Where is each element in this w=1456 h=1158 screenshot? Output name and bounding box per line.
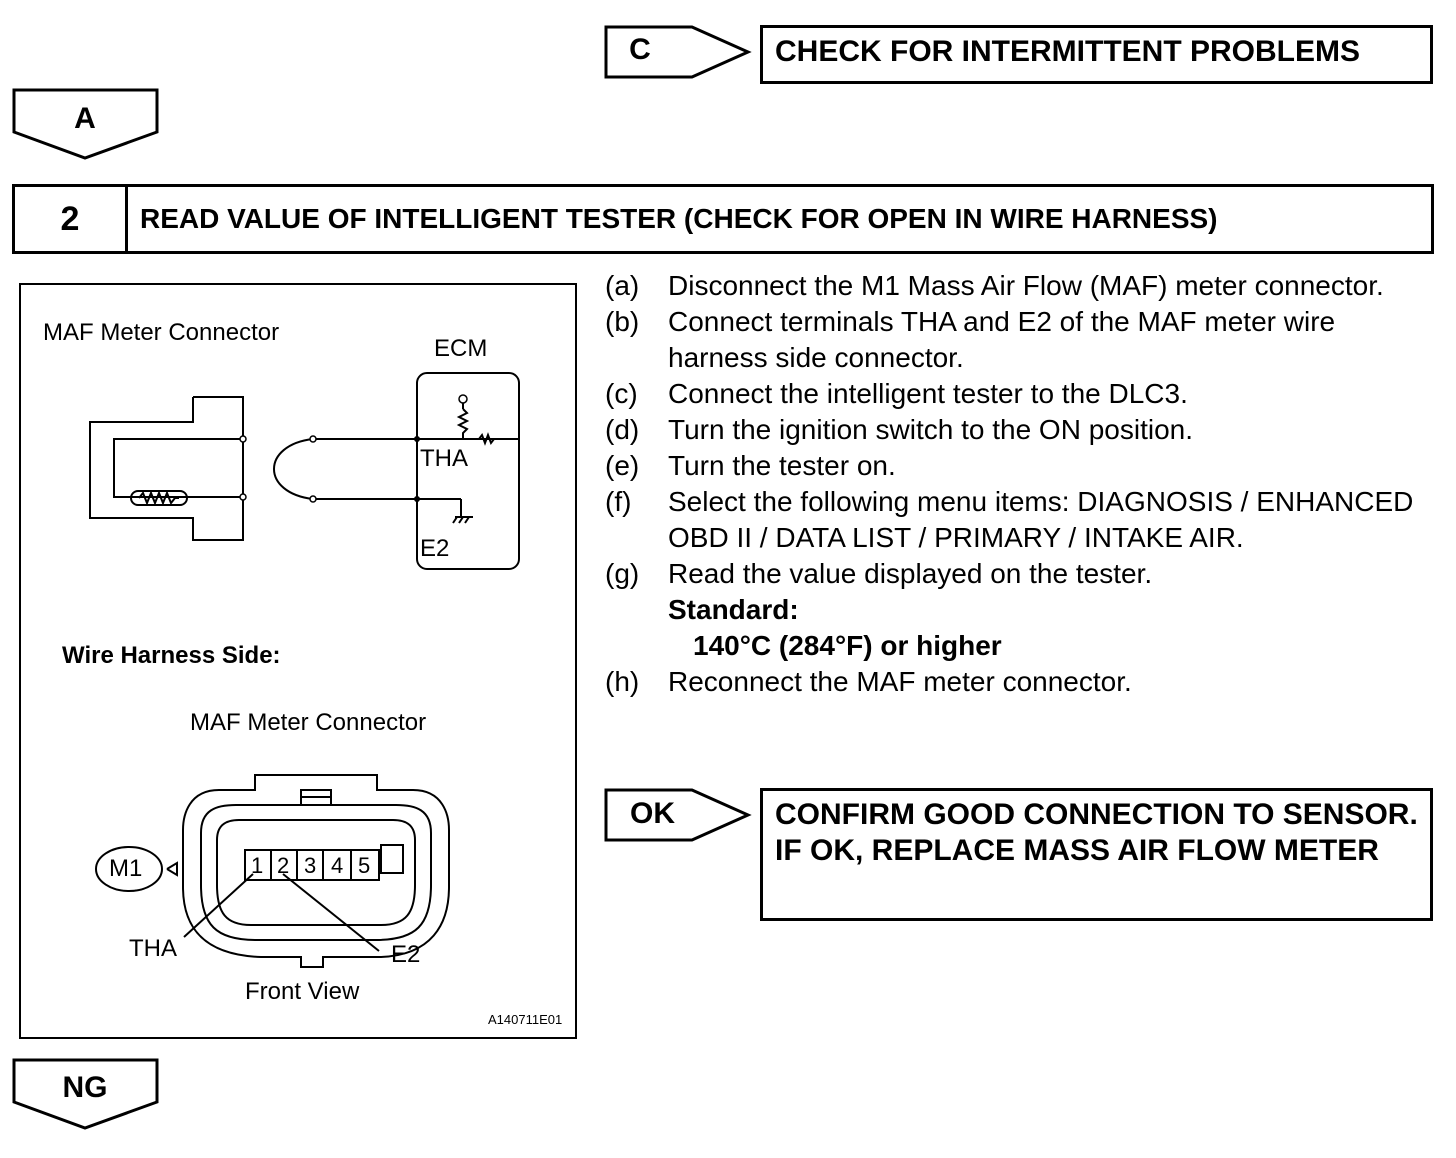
instruction-letter: (f): [605, 486, 632, 517]
c-branch-label: C: [629, 33, 651, 66]
standard-value: 140°C (284°F) or higher: [693, 630, 1002, 661]
instruction-text: Connect terminals THA and E2 of the MAF …: [668, 306, 1336, 373]
ecm-label: ECM: [434, 335, 488, 362]
instruction-item: (c) Connect the intelligent tester to th…: [605, 376, 1435, 412]
instruction-list: (a) Disconnect the M1 Mass Air Flow (MAF…: [605, 268, 1435, 700]
e2-pin-label: E2: [391, 941, 421, 968]
c-branch-result-box: CHECK FOR INTERMITTENT PROBLEMS: [760, 25, 1433, 84]
instruction-text: Read the value displayed on the tester.: [668, 558, 1153, 589]
wiring-diagram: [89, 372, 520, 968]
tha-pin-label: THA: [129, 935, 177, 962]
instruction-item: (f) Select the following menu items: DIA…: [605, 484, 1435, 556]
instruction-item: (e) Turn the tester on.: [605, 448, 1435, 484]
instruction-text: Select the following menu items: DIAGNOS…: [668, 486, 1414, 553]
instruction-letter: (g): [605, 558, 640, 589]
front-view-label: Front View: [245, 978, 360, 1005]
instruction-text: Reconnect the MAF meter connector.: [668, 666, 1132, 697]
wiring-figure: MAF Meter Connector ECM THA E2 Wire Harn…: [19, 283, 577, 1039]
maf-connector-label-2: MAF Meter Connector: [190, 709, 427, 736]
instruction-item: (h) Reconnect the MAF meter connector.: [605, 664, 1435, 700]
pin-1: 1: [251, 853, 264, 878]
figure-id: A140711E01: [488, 1012, 563, 1027]
step-title: READ VALUE OF INTELLIGENT TESTER (CHECK …: [140, 203, 1218, 234]
step-number: 2: [15, 187, 128, 251]
instruction-item: (a) Disconnect the M1 Mass Air Flow (MAF…: [605, 268, 1435, 304]
standard-label: Standard:: [668, 594, 799, 625]
instruction-letter: (b): [605, 306, 640, 337]
instruction-letter: (h): [605, 666, 640, 697]
pin-5: 5: [358, 853, 371, 878]
ng-branch-label: NG: [62, 1071, 108, 1104]
instruction-letter: (a): [605, 270, 640, 301]
a-branch-label: A: [74, 102, 96, 135]
wire-harness-side-label: Wire Harness Side:: [62, 642, 281, 669]
instruction-item: (d) Turn the ignition switch to the ON p…: [605, 412, 1435, 448]
instruction-text: Connect the intelligent tester to the DL…: [668, 378, 1188, 409]
pin-3: 3: [304, 853, 317, 878]
ok-branch-label: OK: [630, 797, 675, 830]
instruction-text: Turn the ignition switch to the ON posit…: [668, 414, 1193, 445]
step-header: 2 READ VALUE OF INTELLIGENT TESTER (CHEC…: [12, 184, 1434, 254]
m1-label: M1: [109, 855, 143, 882]
ok-branch-result-box: CONFIRM GOOD CONNECTION TO SENSOR. IF OK…: [760, 788, 1433, 921]
instruction-letter: (d): [605, 414, 640, 445]
instruction-item: (g) Read the value displayed on the test…: [605, 556, 1435, 592]
e2-terminal-label: E2: [420, 535, 450, 562]
instruction-letter: (c): [605, 378, 638, 409]
pin-2: 2: [277, 853, 290, 878]
instruction-text: Turn the tester on.: [668, 450, 896, 481]
instruction-text: Disconnect the M1 Mass Air Flow (MAF) me…: [668, 270, 1384, 301]
instruction-letter: (e): [605, 450, 640, 481]
pin-4: 4: [331, 853, 344, 878]
maf-connector-label: MAF Meter Connector: [43, 319, 280, 346]
instruction-item: (b) Connect terminals THA and E2 of the …: [605, 304, 1435, 376]
tha-terminal-label: THA: [420, 445, 468, 472]
